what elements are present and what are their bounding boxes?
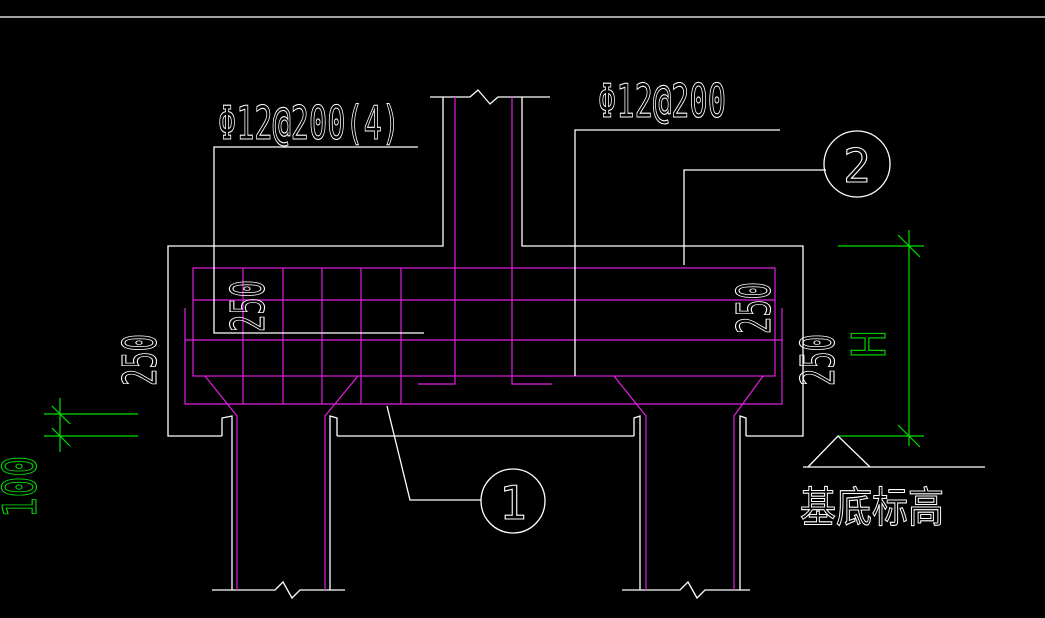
callout-2-label: 2 bbox=[843, 139, 871, 193]
dim-250-outer-right: 250 bbox=[791, 334, 845, 386]
pile-right-break bbox=[622, 580, 750, 600]
rebar-top-mesh bbox=[192, 267, 776, 377]
height-dimension: H bbox=[838, 230, 924, 448]
elevation-triangle-icon bbox=[803, 435, 985, 468]
pile-left-outline bbox=[221, 415, 338, 590]
dim-100-tick-bottom bbox=[51, 427, 71, 447]
rebar-left-label: Φ12@200(4) bbox=[218, 96, 400, 150]
dim-250-inner-right: 250 bbox=[727, 282, 781, 334]
cap-outline bbox=[167, 97, 804, 437]
leader-rebar-left bbox=[213, 146, 424, 334]
pile-left-break bbox=[212, 580, 345, 600]
callout-circle-2 bbox=[823, 130, 891, 198]
pile-right-outline bbox=[633, 415, 747, 590]
base-elevation-label: 基底标高 bbox=[800, 483, 944, 532]
rebar-right-label: Φ12@200 bbox=[598, 74, 726, 128]
rebar-verticals bbox=[242, 268, 402, 404]
dim-100-tick-top bbox=[51, 405, 71, 425]
callout-1-label: 1 bbox=[499, 476, 527, 530]
leader-callout-1 bbox=[386, 405, 481, 501]
leader-callout-2 bbox=[683, 169, 826, 265]
dimension-100: 100 bbox=[0, 398, 138, 519]
rebar-cage bbox=[184, 97, 783, 590]
dim-h-label: H bbox=[842, 330, 896, 358]
dim-h-tick-bottom bbox=[897, 424, 921, 448]
dim-100-label: 100 bbox=[0, 456, 47, 518]
dim-250-inner-left: 250 bbox=[221, 280, 275, 332]
column-bars bbox=[418, 97, 552, 385]
column-break-top bbox=[430, 89, 550, 105]
dim-250-outer-left: 250 bbox=[113, 334, 167, 386]
dim-h-tick-top bbox=[897, 234, 921, 258]
rebar-bottom-cage bbox=[184, 299, 783, 405]
pile-right-bars bbox=[613, 375, 764, 590]
callout-circle-1 bbox=[480, 468, 546, 534]
leader-rebar-right bbox=[574, 129, 780, 376]
pile-left-bars bbox=[204, 375, 359, 590]
base-elevation-marker: 基底标高 bbox=[799, 435, 985, 533]
